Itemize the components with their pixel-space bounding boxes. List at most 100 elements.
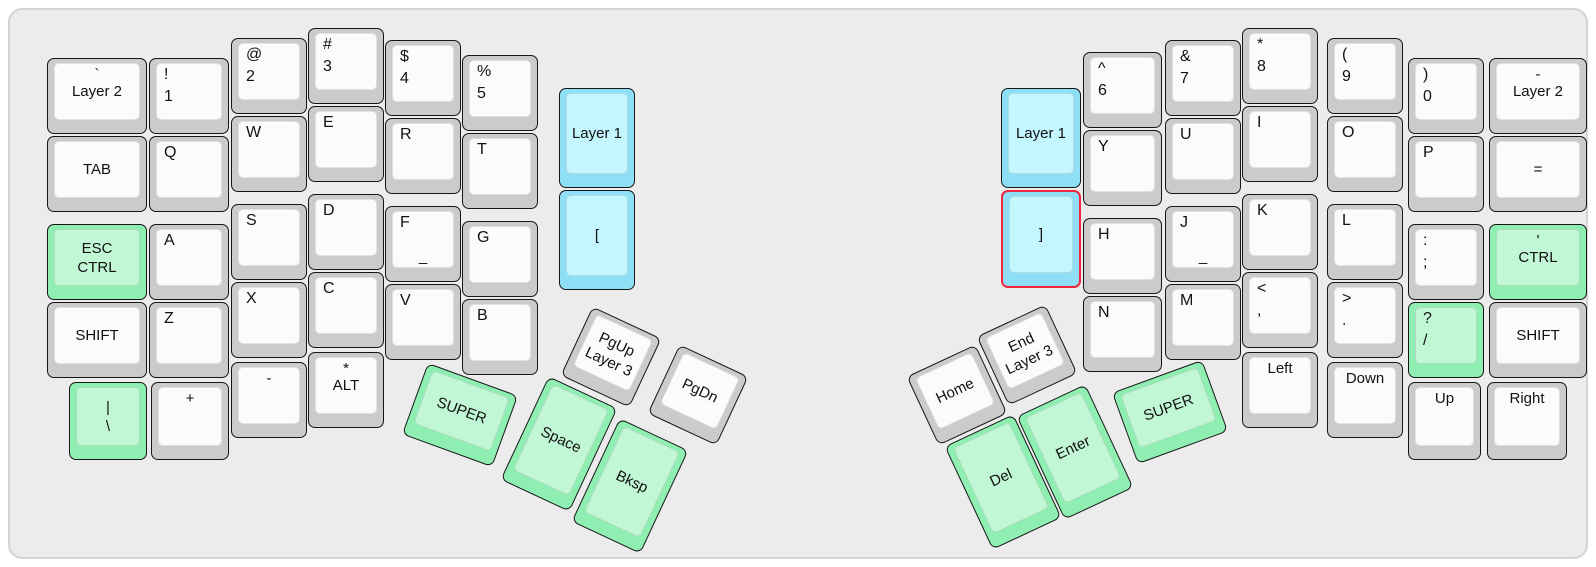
key-label: I <box>1257 114 1262 131</box>
key-rbracket[interactable]: ] <box>1001 190 1081 288</box>
key-y[interactable]: Y <box>1083 130 1162 206</box>
key-g[interactable]: G <box>462 221 538 297</box>
key-c[interactable]: C <box>308 272 384 348</box>
key-tab[interactable]: TAB <box>47 136 147 212</box>
key-minus-left[interactable]: - <box>231 362 307 438</box>
key-w[interactable]: W <box>231 116 307 192</box>
key-r[interactable]: R <box>385 118 461 194</box>
key-period[interactable]: >. <box>1327 282 1403 358</box>
key-shift-right[interactable]: SHIFT <box>1489 302 1587 378</box>
key-super-right[interactable]: SUPER <box>1111 359 1229 465</box>
key-down-arrow[interactable]: Down <box>1327 362 1403 438</box>
keycap-top: *8 <box>1249 33 1311 90</box>
key-9[interactable]: (9 <box>1327 38 1403 114</box>
key-label: L <box>1342 212 1351 229</box>
keycap-top: Down <box>1334 367 1396 424</box>
key-i[interactable]: I <box>1242 106 1318 182</box>
key-layer1-right[interactable]: Layer 1 <box>1001 88 1081 188</box>
key-t[interactable]: T <box>462 133 538 209</box>
key-right-arrow[interactable]: Right <box>1487 382 1567 460</box>
key-label: A <box>164 232 175 249</box>
key-up-arrow[interactable]: Up <box>1408 382 1481 460</box>
key-semicolon[interactable]: :; <box>1408 224 1484 300</box>
keycap-top: P <box>1415 141 1477 198</box>
key-n[interactable]: N <box>1083 296 1162 372</box>
key-label: CTRL <box>1518 249 1558 266</box>
key-layer2-right[interactable]: -Layer 2 <box>1489 58 1587 134</box>
key-left-arrow[interactable]: Left <box>1242 352 1318 428</box>
key-x[interactable]: X <box>231 282 307 358</box>
key-label: , <box>1257 301 1262 319</box>
key-label: 9 <box>1342 67 1351 85</box>
key-label: 4 <box>400 69 409 87</box>
key-label: Layer 1 <box>571 125 623 142</box>
keycap-top: B <box>469 304 531 361</box>
key-d[interactable]: D <box>308 194 384 270</box>
key-lbracket[interactable]: [ <box>559 190 635 290</box>
key-layer1-left[interactable]: Layer 1 <box>559 88 635 188</box>
keycap-top: `Layer 2 <box>54 63 140 120</box>
key-alt[interactable]: *ALT <box>308 352 384 428</box>
key-s[interactable]: S <box>231 204 307 280</box>
key-o[interactable]: O <box>1327 116 1403 192</box>
key-u[interactable]: U <box>1165 118 1241 194</box>
key-p[interactable]: P <box>1408 136 1484 212</box>
key-label: Up <box>1434 390 1455 407</box>
key-question-slash[interactable]: ?/ <box>1408 302 1484 378</box>
key-pgdn[interactable]: PgDn <box>647 344 749 446</box>
key-k[interactable]: K <box>1242 194 1318 270</box>
key-1[interactable]: !1 <box>149 58 229 134</box>
key-8[interactable]: *8 <box>1242 28 1318 104</box>
key-label: ; <box>1423 253 1428 271</box>
key-l[interactable]: L <box>1327 204 1403 280</box>
keycap-top: R <box>392 123 454 180</box>
key-layer2-left[interactable]: `Layer 2 <box>47 58 147 134</box>
key-5[interactable]: %5 <box>462 55 538 131</box>
key-q[interactable]: Q <box>149 136 229 212</box>
key-ctrl-right[interactable]: 'CTRL <box>1489 224 1587 300</box>
key-label: . <box>1342 311 1347 329</box>
key-label: SHIFT <box>1516 327 1560 344</box>
key-4[interactable]: $4 <box>385 40 461 116</box>
key-label: % <box>477 63 492 80</box>
key-3[interactable]: #3 <box>308 28 384 104</box>
key-shift-left[interactable]: SHIFT <box>47 302 147 378</box>
key-pipe-backslash[interactable]: | \ <box>69 382 147 460</box>
key-7[interactable]: &7 <box>1165 40 1241 116</box>
keycap-top: ESC CTRL <box>54 229 140 286</box>
keycap-top: $4 <box>392 45 454 102</box>
keycap-top: %5 <box>469 60 531 117</box>
key-f[interactable]: F_ <box>385 206 461 282</box>
key-label: P <box>1423 144 1434 161</box>
key-v[interactable]: V <box>385 284 461 360</box>
key-label: Right <box>1509 390 1545 407</box>
key-m[interactable]: M <box>1165 284 1241 360</box>
key-6[interactable]: ^6 <box>1083 52 1162 128</box>
keycap-top: L <box>1334 209 1396 266</box>
keycap-top: )0 <box>1415 63 1477 120</box>
key-label: X <box>246 290 257 307</box>
key-label: ^ <box>1098 60 1106 77</box>
keycap-top: Layer 1 <box>566 93 628 174</box>
keycap-top: U <box>1172 123 1234 180</box>
key-label: K <box>1257 202 1268 219</box>
key-plus[interactable]: + <box>151 382 229 460</box>
key-equals[interactable]: = <box>1489 136 1587 212</box>
keycap-top: ^6 <box>1090 57 1155 114</box>
key-label: * <box>343 360 349 377</box>
key-0[interactable]: )0 <box>1408 58 1484 134</box>
key-h[interactable]: H <box>1083 218 1162 294</box>
key-super-left[interactable]: SUPER <box>401 362 519 468</box>
key-j[interactable]: J_ <box>1165 206 1241 282</box>
key-label: & <box>1180 48 1191 65</box>
keycap-top: #3 <box>315 33 377 90</box>
key-comma[interactable]: <, <box>1242 272 1318 348</box>
keycap-top: Y <box>1090 135 1155 192</box>
key-label: ( <box>1342 46 1348 63</box>
key-b[interactable]: B <box>462 299 538 375</box>
key-a[interactable]: A <box>149 224 229 300</box>
key-z[interactable]: Z <box>149 302 229 378</box>
key-e[interactable]: E <box>308 106 384 182</box>
key-2[interactable]: @2 <box>231 38 307 114</box>
key-esc-ctrl[interactable]: ESC CTRL <box>47 224 147 300</box>
